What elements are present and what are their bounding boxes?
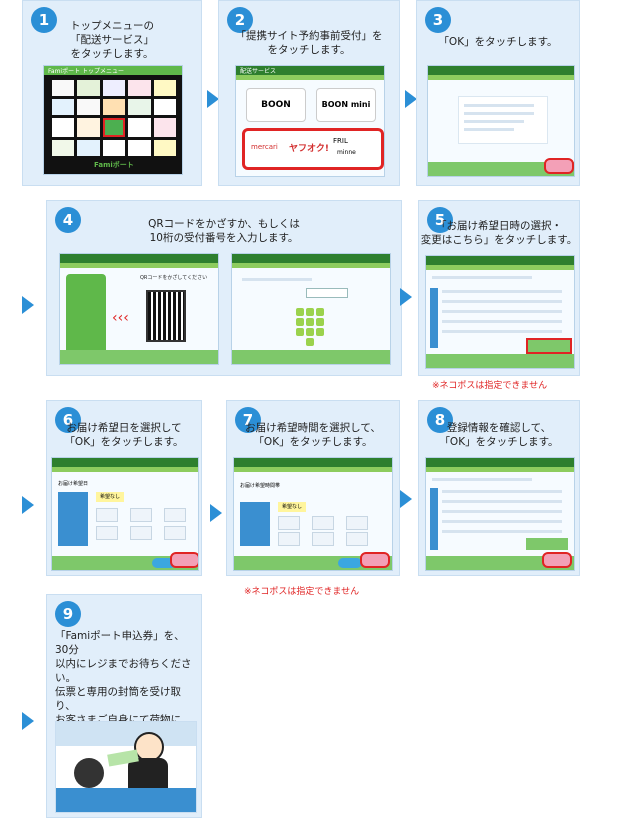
customer-figure [74, 758, 104, 788]
step-2-card: 2 「提携サイト予約事前受付」を をタッチします。 配送サービス BOON BO… [218, 0, 400, 186]
screen-header: Famiポート トップメニュー [48, 68, 124, 75]
keypad-key[interactable] [296, 318, 304, 326]
step-number: 1 [31, 7, 57, 33]
next-arrow [400, 490, 412, 508]
step-9-card: 9 「Famiポート申込券」を、30分 以内にレジまでお待ちください。 伝票と専… [46, 594, 202, 818]
step-number: 3 [425, 7, 451, 33]
number-input[interactable] [306, 288, 348, 298]
nekopos-note: ※ネコポスは指定できません [432, 381, 548, 391]
keypad-key[interactable] [316, 318, 324, 326]
step-text: 「OK」をタッチします。 [438, 36, 558, 48]
keypad-key[interactable] [306, 318, 314, 326]
step-number: 6 [55, 407, 81, 433]
step-number: 2 [227, 7, 253, 33]
time-option[interactable] [346, 532, 368, 546]
next-arrow [22, 296, 34, 314]
delivery-datetime-button[interactable] [526, 338, 572, 354]
keypad-key[interactable] [316, 328, 324, 336]
step-text: 「提携サイト予約事前受付」を をタッチします。 [235, 30, 383, 56]
famiport-machine [66, 274, 106, 358]
step-2-screen: 配送サービス BOON BOON mini mercari ヤフオク! FRIL… [235, 65, 385, 177]
time-option[interactable] [278, 516, 300, 530]
keypad-key[interactable] [296, 328, 304, 336]
screen-footer-logo: Famiポート [94, 161, 134, 169]
next-arrow [210, 504, 222, 522]
delivery-service-tile[interactable] [102, 117, 126, 138]
yahuoku-logo: ヤフオク! [289, 144, 329, 154]
step-number: 5 [427, 207, 453, 233]
step-1-card: 1 トップメニューの 「配送サービス」 をタッチします。 Famiポート トップ… [22, 0, 202, 186]
partner-reservation-button[interactable]: mercari ヤフオク! FRIL minne [242, 128, 384, 170]
keypad-key[interactable] [316, 308, 324, 316]
time-option[interactable] [312, 532, 334, 546]
step-6-card: 6 お届け希望日を選択して 「OK」をタッチします。 お届け希望日 希望なし [46, 400, 202, 576]
staff-figure [134, 732, 164, 762]
option-none[interactable]: 希望なし [96, 492, 124, 502]
step-text: 登録情報を確認して、 「OK」をタッチします。 [439, 422, 559, 448]
step-1-screen: Famiポート トップメニュー Famiポート [43, 65, 183, 175]
step-text: QRコードをかざすか、もしくは 10桁の受付番号を入力します。 [148, 218, 300, 244]
boon-mini-button[interactable]: BOON mini [316, 88, 376, 122]
back-button[interactable] [152, 558, 176, 568]
step-4-keypad-screen [231, 253, 391, 365]
date-option[interactable] [164, 526, 186, 540]
next-arrow [22, 712, 34, 730]
boon-button[interactable]: BOON [246, 88, 306, 122]
keypad-key[interactable] [306, 328, 314, 336]
step-text: お届け希望日を選択して 「OK」をタッチします。 [64, 422, 184, 448]
next-arrow [207, 90, 219, 108]
next-arrow [22, 496, 34, 514]
counter-illustration [55, 721, 197, 813]
step-text: トップメニューの 「配送サービス」 をタッチします。 [70, 20, 154, 60]
ok-button[interactable] [360, 552, 390, 568]
step-5-card: 5 「お届け希望日時の選択・ 変更はこちら」をタッチします。 [418, 200, 580, 376]
step-number: 9 [55, 601, 81, 627]
step-text: 「お届け希望日時の選択・ 変更はこちら」をタッチします。 [420, 220, 578, 246]
keypad-key[interactable] [306, 338, 314, 346]
qr-prompt: QRコードをかざしてください [140, 275, 208, 281]
step-8-screen [425, 457, 575, 571]
step-7-screen: お届け希望時間帯 希望なし [233, 457, 393, 571]
option-none[interactable]: 希望なし [278, 502, 306, 512]
step-number: 8 [427, 407, 453, 433]
time-option[interactable] [312, 516, 334, 530]
date-option[interactable] [96, 526, 118, 540]
qr-code [146, 290, 186, 342]
date-option[interactable] [130, 508, 152, 522]
screen-header: 配送サービス [240, 68, 277, 75]
next-arrow [400, 288, 412, 306]
keypad-key[interactable] [296, 308, 304, 316]
nekopos-note: ※ネコポスは指定できません [244, 587, 360, 597]
step-4-qr-screen: QRコードをかざしてください ‹‹‹ [59, 253, 219, 365]
ok-button[interactable] [542, 552, 572, 568]
ok-button[interactable] [544, 158, 574, 174]
date-label: お届け希望日 [58, 481, 89, 487]
ok-button[interactable] [170, 552, 198, 568]
step-3-screen [427, 65, 575, 177]
next-arrow [405, 90, 417, 108]
step-7-card: 7 お届け希望時間を選択して、 「OK」をタッチします。 お届け希望時間帯 希望… [226, 400, 400, 576]
time-label: お届け希望時間帯 [240, 483, 281, 489]
mercari-logo: mercari [251, 143, 278, 151]
step-number: 7 [235, 407, 261, 433]
fril-logo: FRIL [333, 137, 348, 145]
step-text: お届け希望時間を選択して、 「OK」をタッチします。 [245, 422, 381, 448]
date-option[interactable] [130, 526, 152, 540]
back-button[interactable] [338, 558, 362, 568]
date-option[interactable] [164, 508, 186, 522]
step-8-card: 8 登録情報を確認して、 「OK」をタッチします。 [418, 400, 580, 576]
step-4-card: 4 QRコードをかざすか、もしくは 10桁の受付番号を入力します。 QRコードを… [46, 200, 402, 376]
step-3-card: 3 「OK」をタッチします。 [416, 0, 580, 186]
date-option[interactable] [96, 508, 118, 522]
step-5-screen [425, 255, 575, 369]
step-number: 4 [55, 207, 81, 233]
time-option[interactable] [278, 532, 300, 546]
step-6-screen: お届け希望日 希望なし [51, 457, 199, 571]
time-option[interactable] [346, 516, 368, 530]
keypad-key[interactable] [306, 308, 314, 316]
minne-logo: minne [337, 149, 356, 156]
chevron-left-icon: ‹‹‹ [112, 310, 129, 326]
